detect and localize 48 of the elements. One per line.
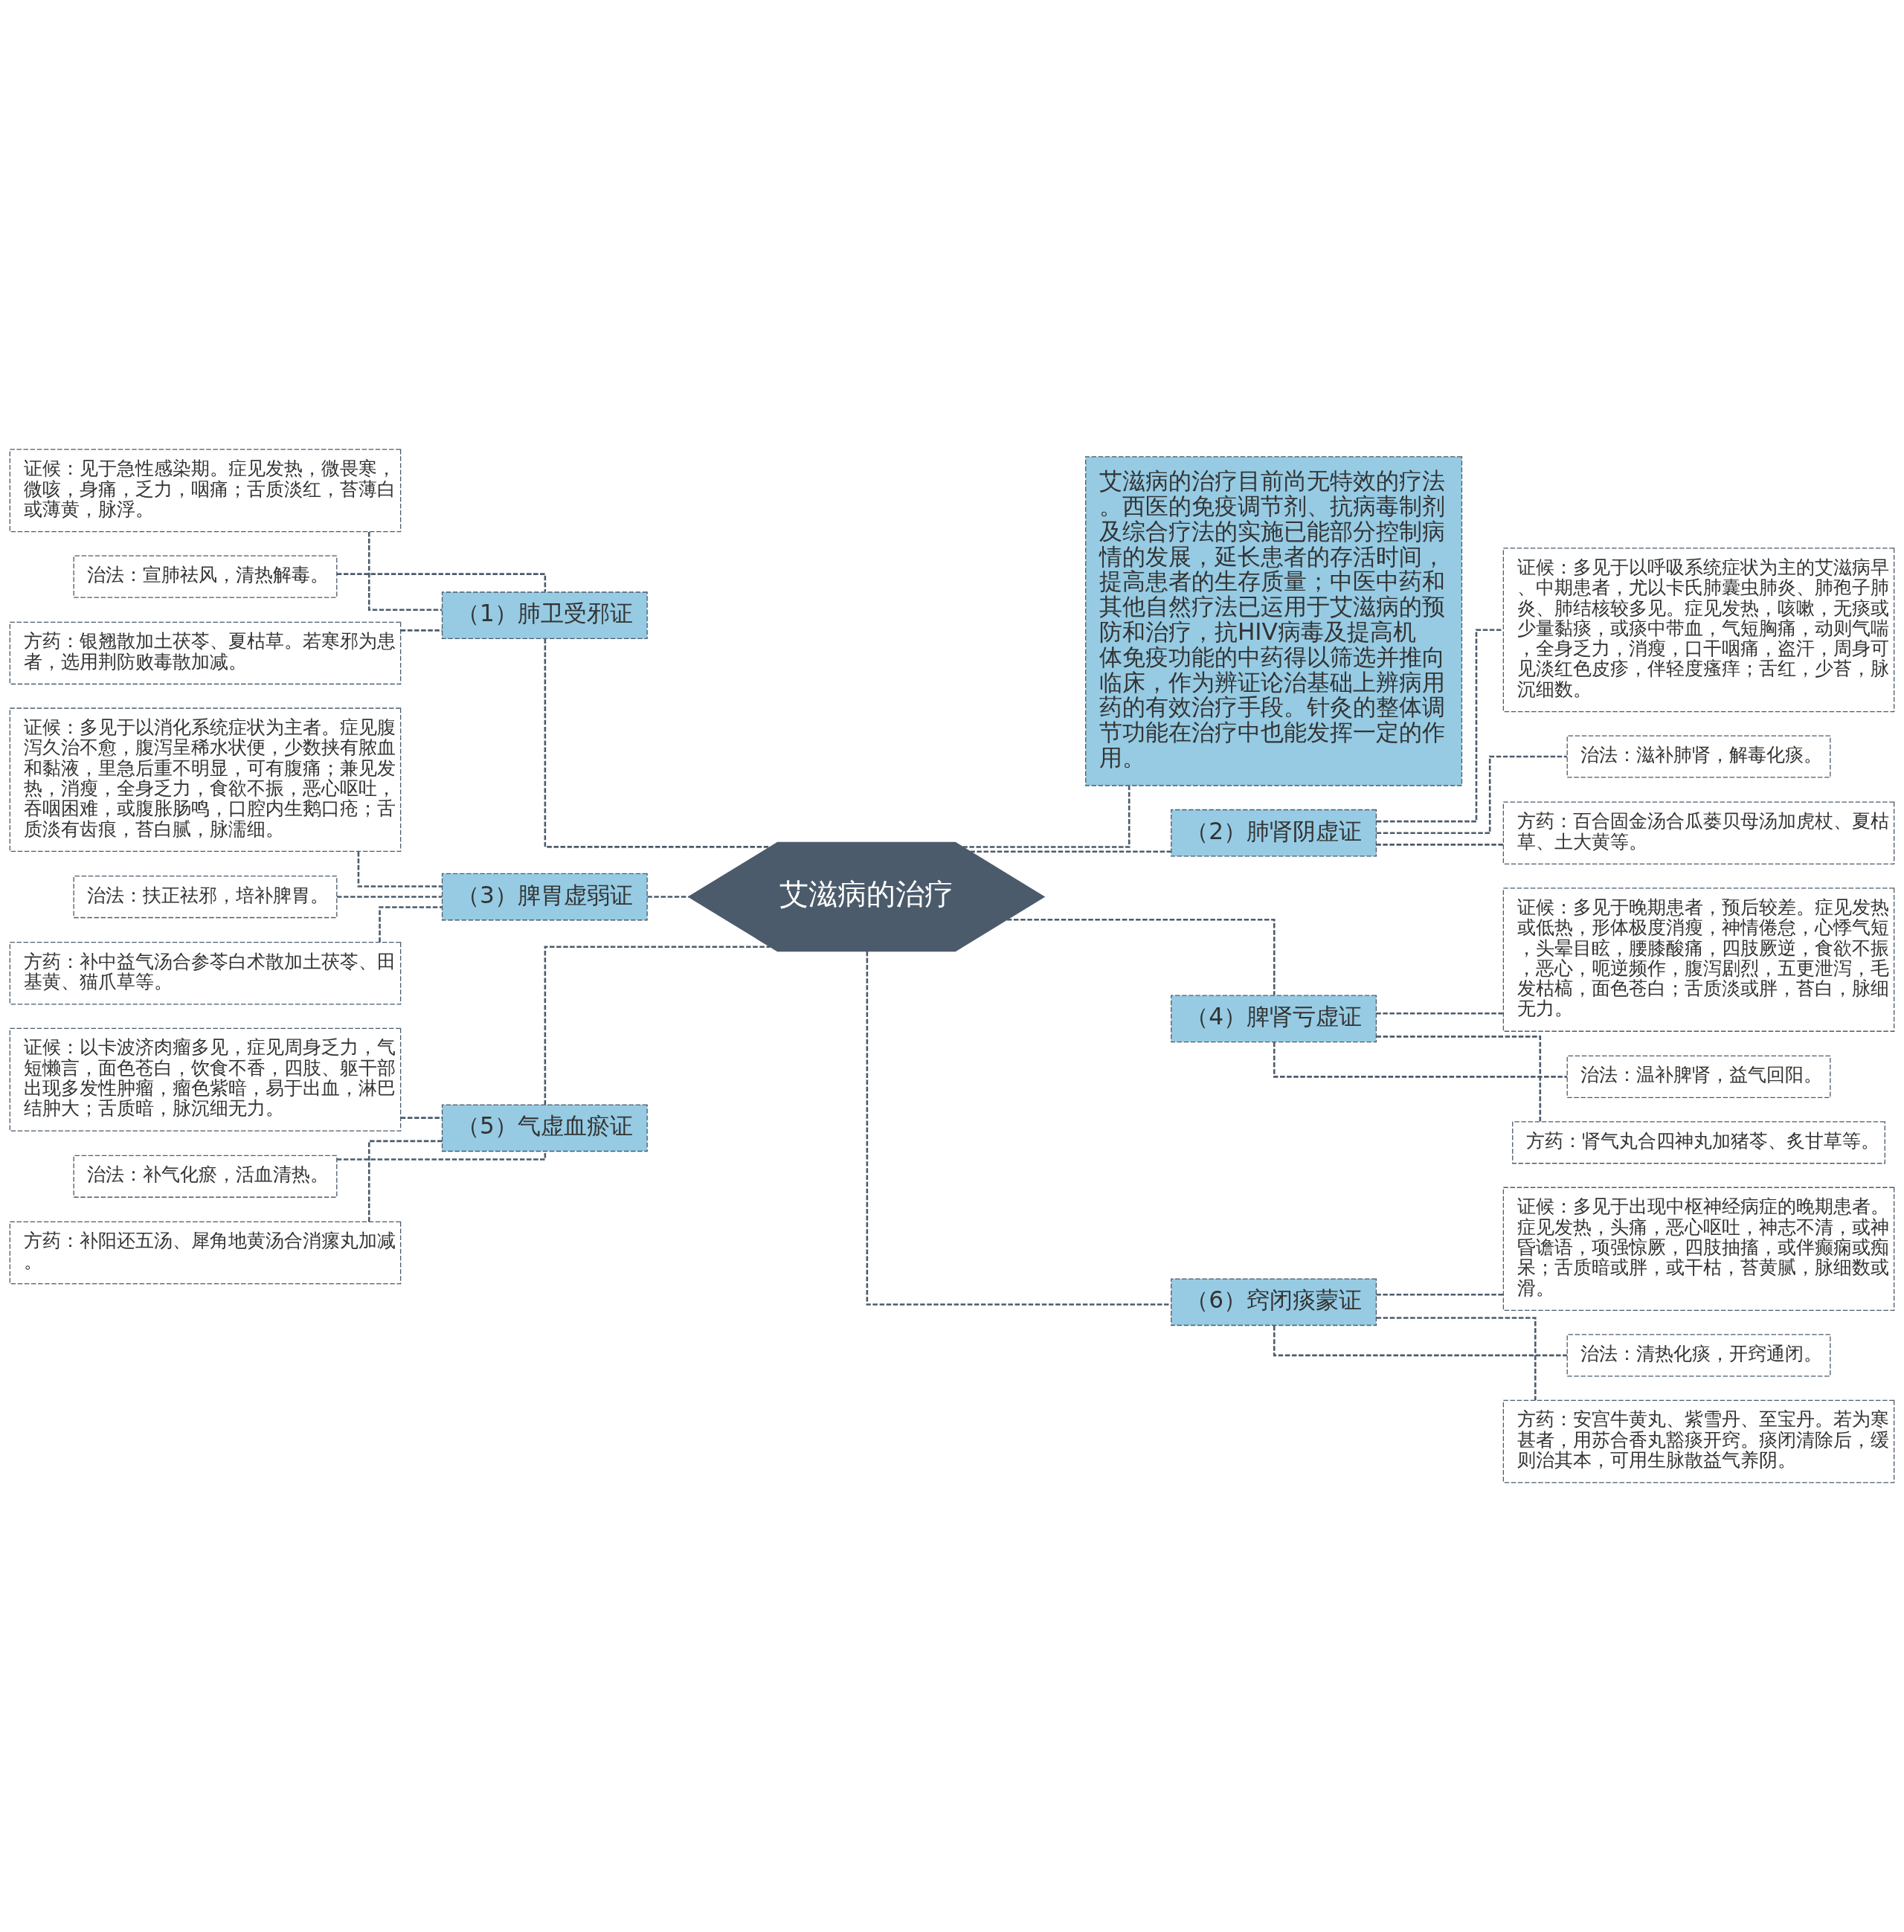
connector bbox=[962, 786, 1130, 848]
connector bbox=[866, 951, 1171, 1306]
connector bbox=[544, 638, 771, 848]
node-box: 证候：多见于以呼吸系统症状为主的艾滋病早、中期患者，尤以卡氏肺囊虫肺炎、肺孢子肺炎、肺结核较多见。症见发热，咳嗽，无痰或少量黏痰，或痰中带血，气短胸痛，动则气喘，全身乏力，消瘦，口干咽痛，盗汗，周身可见淡红色皮疹，伴轻度瘙痒；舌红，少苔，脉沉细数。 bbox=[1502, 548, 1895, 713]
node-box: （6）窍闭痰蒙证 bbox=[1171, 1278, 1377, 1326]
node-box: 方药：百合固金汤合瓜蒌贝母汤加虎杖、夏枯草、土大黄等。 bbox=[1502, 801, 1895, 864]
connector bbox=[1376, 1036, 1542, 1122]
connector bbox=[1376, 1317, 1537, 1401]
node-box: （1）肺卫受邪证 bbox=[441, 591, 648, 640]
node-box: 治法：清热化痰，开窍通闭。 bbox=[1566, 1334, 1831, 1377]
node-box: 方药：补中益气汤合参苓白术散加土茯苓、田基黄、猫爪草等。 bbox=[9, 942, 402, 1005]
connector bbox=[367, 1140, 443, 1222]
connector bbox=[1376, 1012, 1503, 1015]
connector bbox=[336, 1151, 547, 1161]
node-box: （2）肺肾阴虚证 bbox=[1171, 809, 1377, 857]
node-box: 证候：以卡波济肉瘤多见，症见周身乏力，气短懒言，面色苍白，饮食不香，四肢、躯干部出现多发性肿瘤，瘤色紫暗，易于出血，淋巴结肿大；舌质暗，脉沉细无力。 bbox=[9, 1027, 402, 1132]
node-box: 方药：补阳还五汤、犀角地黄汤合消瘰丸加减。 bbox=[9, 1221, 402, 1285]
node-box: 证候：多见于以消化系统症状为主者。症见腹泻久治不愈，腹泻呈稀水状便，少数挟有脓血和黏液，里急后重不明显，可有腹痛；兼见发热，消瘦，全身乏力，食欲不振，恶心呕吐，吞咽困难，或腹胀肠鸣，口腔内生鹅口疮；舌质淡有齿痕，苔白腻，脉濡细。 bbox=[9, 707, 402, 853]
connector bbox=[544, 946, 771, 1105]
node-box: 治法：宣肺祛风，清热解毒。 bbox=[73, 555, 338, 598]
node-box: 治法：补气化瘀，活血清热。 bbox=[73, 1155, 338, 1198]
node-box: （4）脾肾亏虚证 bbox=[1171, 995, 1377, 1043]
connector bbox=[1007, 919, 1276, 995]
connector bbox=[647, 896, 689, 898]
node-box: 艾滋病的治疗目前尚无特效的疗法。西医的免疫调节剂、抗病毒制剂及综合疗法的实施已能部分控制病情的发展，延长患者的存活时间，提高患者的生存质量；中医中药和其他自然疗法已运用于艾滋病的预防和治疗，抗HIV病毒及提高机体免疫功能的中药得以筛选并推向临床，作为辨证论治基础上辨病用药的有效治疗手段。针灸的整体调节功能在治疗中也能发挥一定的作用。 bbox=[1085, 456, 1463, 786]
node-box: 证候：多见于出现中枢神经病症的晚期患者。症见发热，头痛，恶心呕吐，神志不清，或神昏谵语，项强惊厥，四肢抽搐，或伴癫痫或痴呆；舌质暗或胖，或干枯，苔黄腻，脉细数或滑。 bbox=[1502, 1187, 1895, 1311]
node-box: （5）气虚血瘀证 bbox=[441, 1104, 648, 1152]
node-box: 证候：见于急性感染期。症见发热，微畏寒，微咳，身痛，乏力，咽痛；舌质淡红，苔薄白或薄黄，脉浮。 bbox=[9, 449, 402, 533]
connector bbox=[1273, 1325, 1567, 1357]
connector bbox=[357, 851, 443, 888]
node-box: 方药：安宫牛黄丸、紫雪丹、至宝丹。若为寒甚者，用苏合香丸豁痰开窍。痰闭清除后，缓则治其本，可用生脉散益气养阴。 bbox=[1502, 1399, 1895, 1483]
node-box: （3）脾胃虚弱证 bbox=[441, 873, 648, 921]
connector bbox=[379, 906, 443, 943]
connector bbox=[1376, 1293, 1503, 1296]
node-box: 方药：银翘散加土茯苓、夏枯草。若寒邪为患者，选用荆防败毒散加减。 bbox=[9, 621, 402, 685]
connector bbox=[1273, 1042, 1567, 1078]
node-box: 治法：温补脾肾，益气回阳。 bbox=[1566, 1055, 1831, 1098]
connector bbox=[1376, 755, 1567, 834]
node-box: 治法：滋补肺肾，解毒化痰。 bbox=[1566, 735, 1831, 778]
connector bbox=[400, 629, 443, 632]
node-box: 治法：扶正祛邪，培补脾胃。 bbox=[73, 875, 338, 919]
connector bbox=[1376, 844, 1503, 846]
connector bbox=[367, 532, 443, 611]
connector bbox=[400, 1117, 443, 1119]
connector bbox=[337, 896, 443, 898]
node-box: 证候：多见于晚期患者，预后较差。症见发热或低热，形体极度消瘦，神情倦怠，心悸气短，头晕目眩，腰膝酸痛，四肢厥逆，食欲不振，恶心，呃逆频作，腹泻剧烈，五更泄泻，毛发枯槁，面色苍白；舌质淡或胖，苔白，脉细无力。 bbox=[1502, 888, 1895, 1032]
connector bbox=[970, 850, 1171, 853]
node-box: 方药：肾气丸合四神丸加猪苓、炙甘草等。 bbox=[1512, 1121, 1885, 1164]
